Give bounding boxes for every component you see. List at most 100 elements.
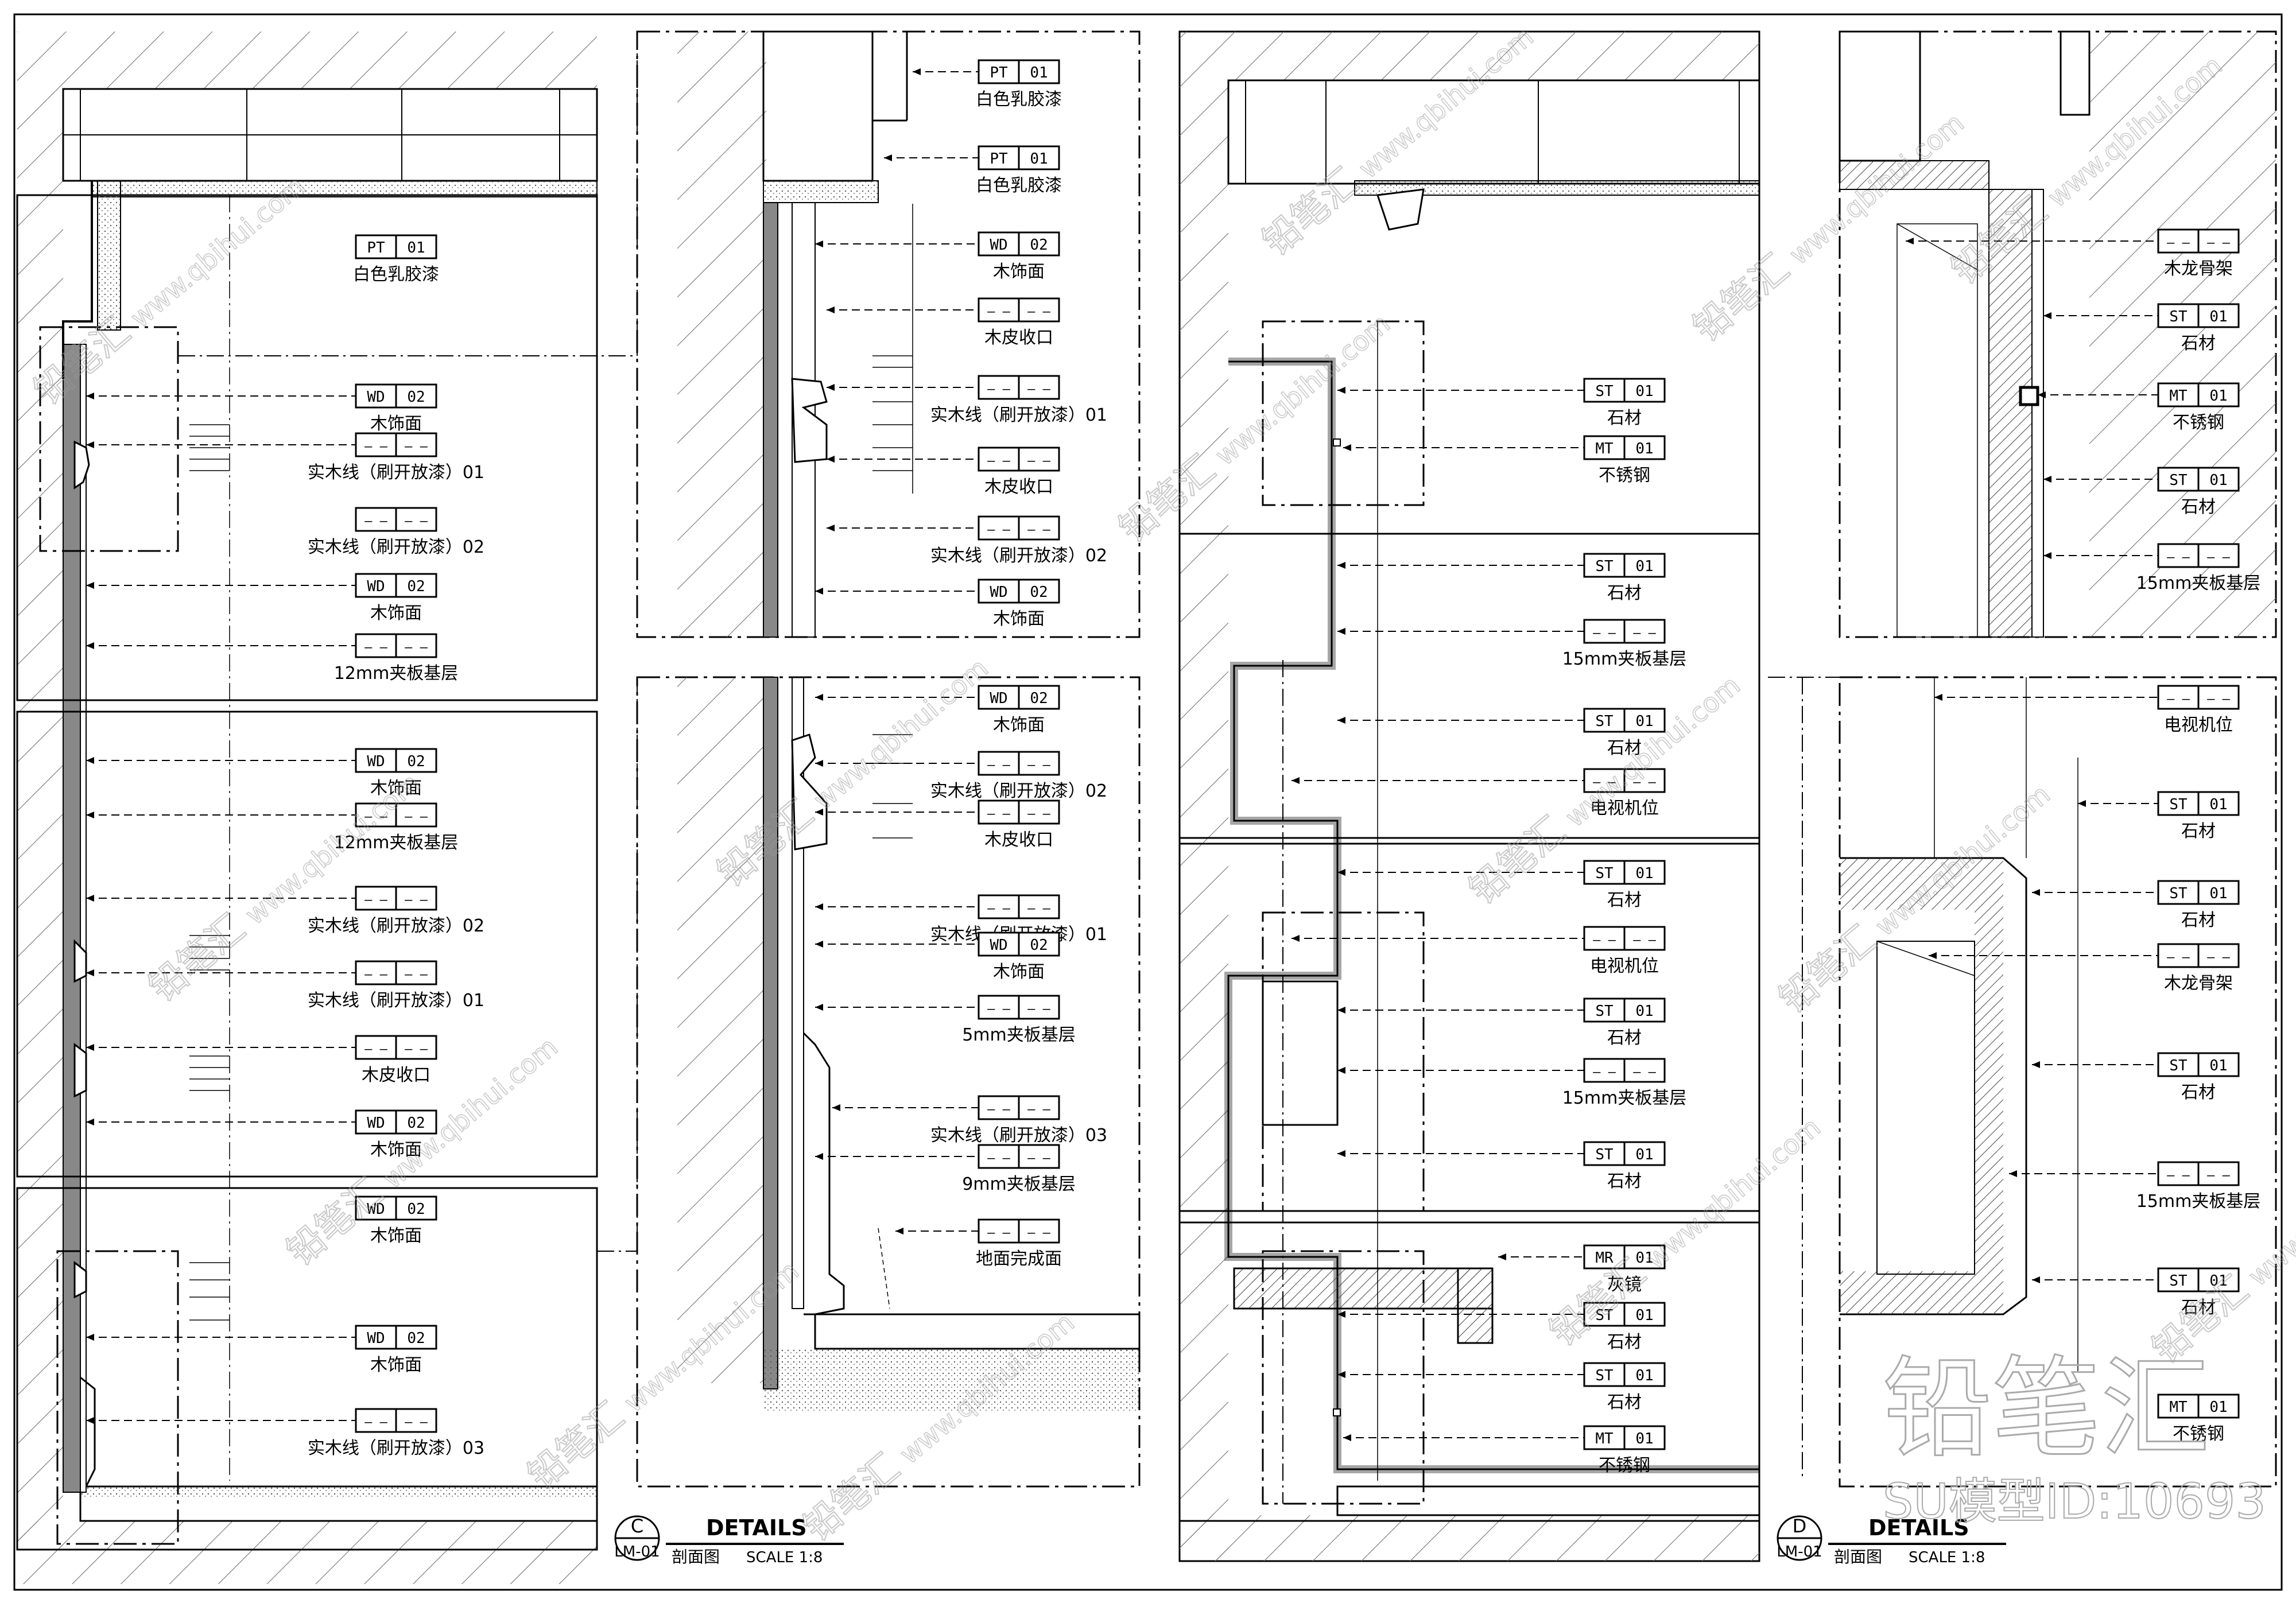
tag-num: 01 <box>1030 150 1048 168</box>
material-tag-tv-b: — —— —电视机位 <box>1583 926 1666 976</box>
tag-num: — — <box>405 1415 428 1430</box>
tag-num: 01 <box>1635 713 1653 730</box>
tag-label: 石材 <box>2181 910 2216 930</box>
tag-num: — — <box>2207 1169 2230 1183</box>
tag-num: — — <box>405 893 428 907</box>
tag-code: ST <box>2169 885 2188 902</box>
title-details-c: DETAILS <box>706 1515 807 1540</box>
material-tag-veneer-c: — — — — 木皮收口 <box>978 447 1060 497</box>
material-tag-line02-d: — —— —实木线（刷开放漆）02 <box>930 751 1107 801</box>
tag-code: MT <box>2169 1399 2188 1416</box>
tag-code: — — <box>2167 950 2190 965</box>
tag-label: 石材 <box>1607 890 1642 910</box>
watermark-brand: 铅笔汇 <box>280 1171 391 1274</box>
tag-num: 02 <box>1030 937 1048 954</box>
sheet-border <box>13 13 2283 1591</box>
material-tag-veneer-a: — —— —木皮收口 <box>355 1035 437 1085</box>
watermark-brand: 铅笔汇 <box>142 907 254 1010</box>
tag-num: — — <box>2207 692 2230 707</box>
floor-hatch-left <box>17 1521 597 1584</box>
tag-code: — — <box>1593 626 1616 641</box>
tag-code: WD <box>990 236 1007 254</box>
tag-code: ST <box>2169 308 2188 325</box>
tag-code: MT <box>2169 387 2188 405</box>
material-tag-ply15-d: — —— —15mm夹板基层 <box>2136 1161 2261 1212</box>
tag-num: — — <box>1027 523 1050 537</box>
tag-label: 实木线（刷开放漆）02 <box>308 916 484 936</box>
tag-label: 石材 <box>2181 333 2216 354</box>
tag-code: PT <box>990 64 1008 81</box>
tag-label: 石材 <box>2181 497 2216 517</box>
tag-num: — — <box>405 440 428 454</box>
tag-code: ST <box>2169 796 2188 813</box>
right-sheet <box>1178 30 2277 1562</box>
tag-label: 木皮收口 <box>984 477 1053 497</box>
tag-label: 白色乳胶漆 <box>976 90 1062 110</box>
tag-code: ST <box>2169 1272 2188 1290</box>
tag-label: 12mm夹板基层 <box>334 833 459 853</box>
title-ref-d-bottom: LM-01 <box>1777 1543 1822 1561</box>
tag-code: — — <box>2167 692 2190 707</box>
material-tag-tv-c: — —— —电视机位 <box>2157 685 2240 735</box>
tag-num: — — <box>2207 236 2230 250</box>
tag-code: — — <box>1593 1065 1616 1080</box>
tag-code: ST <box>1595 1307 1614 1324</box>
tag-num: 01 <box>2209 1057 2227 1074</box>
tag-code: MR <box>1595 1249 1614 1267</box>
tag-code: WD <box>367 1201 385 1218</box>
tag-label: 实木线（刷开放漆）01 <box>308 991 484 1011</box>
watermark-brand: 铅笔汇 <box>1772 918 1884 1022</box>
tag-num: — — <box>1027 382 1050 397</box>
tag-num: 01 <box>1635 383 1653 400</box>
tag-num: 01 <box>1635 1307 1653 1324</box>
tag-code: — — <box>987 305 1010 319</box>
tag-label: 石材 <box>1607 1392 1642 1412</box>
material-tag-line02-a: — —— —实木线（刷开放漆）02 <box>308 507 484 557</box>
tag-code: WD <box>367 578 385 595</box>
tag-code: — — <box>987 523 1010 537</box>
tag-code: MT <box>1595 440 1614 457</box>
tag-label: 15mm夹板基层 <box>2136 1191 2261 1212</box>
tag-code: — — <box>2167 550 2190 565</box>
tag-num: — — <box>405 968 428 982</box>
title-details-d: DETAILS <box>1868 1515 1969 1540</box>
tag-num: — — <box>1027 902 1050 916</box>
material-tag-tv-a: — —— —电视机位 <box>1583 768 1666 818</box>
tag-num: 01 <box>407 239 425 257</box>
material-tag-veneer-d: — —— —木皮收口 <box>978 799 1060 850</box>
tag-label: 15mm夹板基层 <box>1562 649 1687 669</box>
tag-num: — — <box>1633 933 1656 948</box>
tag-code: ST <box>1595 1146 1614 1163</box>
material-tag-ply12-b: — —— —12mm夹板基层 <box>334 802 459 853</box>
tag-num: — — <box>1633 1065 1656 1080</box>
watermark-brand: 铅笔汇 <box>1255 161 1367 264</box>
tag-num: — — <box>405 810 428 824</box>
title-scale-c: SCALE 1:8 <box>746 1549 823 1566</box>
tag-num: 02 <box>1030 584 1048 601</box>
tag-code: PT <box>990 150 1008 168</box>
tag-code: — — <box>987 454 1010 468</box>
title-block-d: D LM-01 DETAILS 剖面图 SCALE 1:8 <box>1777 1515 2006 1566</box>
tag-num: — — <box>1027 454 1050 468</box>
tag-label: 木龙骨架 <box>2164 259 2233 279</box>
material-tag-frame-a: — —— —木龙骨架 <box>2157 228 2240 279</box>
title-sub-c: 剖面图 <box>672 1547 720 1566</box>
tag-label: 石材 <box>1607 1171 1642 1191</box>
